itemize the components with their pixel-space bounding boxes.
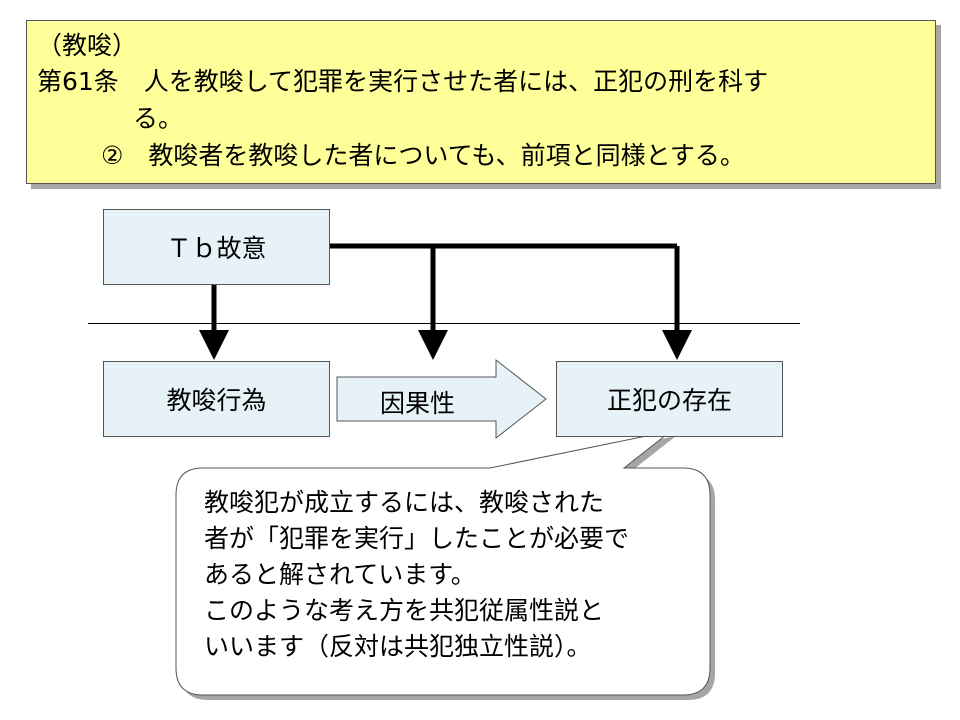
statute-heading: （教唆） [37, 31, 138, 60]
instigation-act-box: 教唆行為 [103, 361, 330, 437]
arrow-to-causation [418, 330, 448, 360]
principal-existence-box: 正犯の存在 [556, 361, 783, 437]
divider-line [88, 323, 800, 324]
callout-line: このような考え方を共犯従属性説と [204, 596, 605, 625]
instigation-act-label: 教唆行為 [166, 386, 267, 415]
arrow-to-instigation-act [199, 330, 229, 360]
arrow-heads [199, 330, 692, 360]
statute-box: （教唆） 第61条 人を教唆して犯罪を実行させた者には、正犯の刑を科す る。 ②… [26, 20, 936, 184]
statute-paragraph-2: ② 教唆者を教唆した者についても、前項と同様とする。 [101, 141, 745, 170]
callout-bubble [175, 430, 711, 696]
callout-line: いいます（反対は共犯独立性説）。 [204, 632, 592, 661]
statute-article-continuation: る。 [133, 104, 184, 133]
causation-arrow-shape [336, 358, 547, 440]
tb-intent-label: Ｔｂ故意 [166, 234, 267, 263]
callout-line: 教唆犯が成立するには、教唆された [204, 488, 605, 517]
callout-text: 教唆犯が成立するには、教唆された 者が「犯罪を実行」したことが必要で あると解さ… [204, 485, 704, 665]
tb-intent-connectors [211, 243, 680, 335]
callout-line: あると解されています。 [204, 560, 476, 589]
causation-text: 因果性 [380, 389, 456, 418]
callout-line: 者が「犯罪を実行」したことが必要で [204, 524, 630, 553]
arrow-to-principal-existence [662, 330, 692, 360]
principal-existence-label: 正犯の存在 [606, 386, 732, 415]
statute-article-61: 第61条 人を教唆して犯罪を実行させた者には、正犯の刑を科す [37, 67, 769, 96]
tb-intent-box: Ｔｂ故意 [103, 209, 330, 285]
